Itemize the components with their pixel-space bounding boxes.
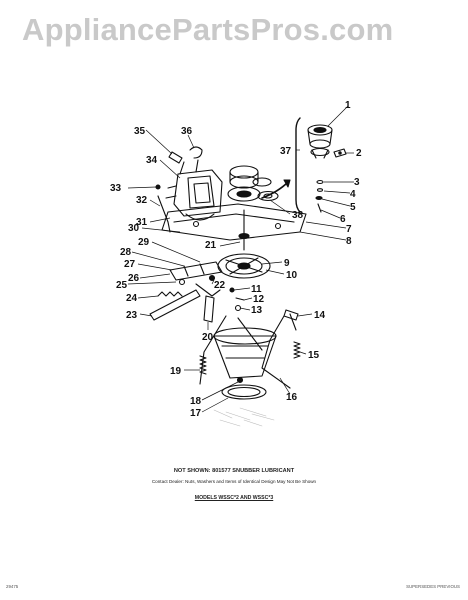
callout-2: 2 <box>356 148 362 159</box>
part-16-cone <box>213 327 277 379</box>
callout-labels: 1 2 3 4 5 6 7 8 9 10 11 12 13 14 15 16 1… <box>110 100 362 419</box>
callout-34: 34 <box>146 155 158 166</box>
part-19-spring <box>199 355 207 375</box>
callout-38: 38 <box>292 210 304 221</box>
part-2-clip <box>333 148 347 158</box>
callout-11: 11 <box>251 284 262 295</box>
parts-drawing <box>149 117 347 427</box>
callout-7: 7 <box>346 224 352 235</box>
callout-14: 14 <box>314 310 326 321</box>
callout-20: 20 <box>202 332 214 343</box>
leader-lines <box>127 105 354 413</box>
callout-36: 36 <box>181 126 193 137</box>
callout-10: 10 <box>286 270 298 281</box>
part-36-clip <box>189 146 203 159</box>
callout-30: 30 <box>128 223 140 234</box>
callout-6: 6 <box>340 214 346 225</box>
callout-3: 3 <box>354 177 360 188</box>
callout-22: 22 <box>214 280 226 291</box>
callout-4: 4 <box>350 189 356 200</box>
callout-17: 17 <box>190 408 202 419</box>
callout-1: 1 <box>345 100 351 111</box>
part-31-base-plate <box>161 203 307 241</box>
callout-9: 9 <box>284 258 290 269</box>
callout-37: 37 <box>280 146 292 157</box>
callout-16: 16 <box>286 392 298 403</box>
part-20-bracket <box>203 295 215 323</box>
part-35-bolt <box>168 151 183 164</box>
callout-18: 18 <box>190 396 202 407</box>
part-18-nut <box>236 376 244 384</box>
part-21-shaft <box>238 209 250 251</box>
part-14-arm <box>283 309 299 321</box>
callout-5: 5 <box>350 202 356 213</box>
bracket-37 <box>295 117 301 213</box>
callout-28: 28 <box>120 247 132 258</box>
part-23-lever <box>149 289 201 321</box>
footer-left-code: 29475 <box>6 584 19 589</box>
dealer-note: Contact Dealer: Nuts, Washers and Items … <box>151 479 317 484</box>
callout-21: 21 <box>205 240 217 251</box>
callout-26: 26 <box>128 273 140 284</box>
part-17-belt <box>221 384 267 400</box>
models-label: MODELS WSSC*2 AND WSSC*3 <box>194 495 274 501</box>
part-1-cap <box>307 124 333 159</box>
callout-24: 24 <box>126 293 138 304</box>
callout-33: 33 <box>110 183 122 194</box>
part-38-gear-stack <box>227 165 279 202</box>
lower-frame <box>199 313 297 389</box>
callout-35: 35 <box>134 126 146 137</box>
callout-29: 29 <box>138 237 150 248</box>
callout-8: 8 <box>346 236 352 247</box>
callout-32: 32 <box>136 195 148 206</box>
callout-31: 31 <box>136 217 148 228</box>
assembly-arrow <box>261 181 289 199</box>
watermark-text: AppliancePartsPros.com <box>22 12 394 47</box>
callout-19: 19 <box>170 366 182 377</box>
callout-12: 12 <box>253 294 265 305</box>
parts-22-29-linkage <box>169 261 223 297</box>
part-24-spring <box>157 291 183 297</box>
part-10-pulley <box>217 253 271 279</box>
assembly-arrowhead <box>283 179 291 188</box>
parts-3-6-washers <box>315 179 324 213</box>
callout-25: 25 <box>116 280 128 291</box>
not-shown-note: NOT SHOWN: 801577 SNUBBER LUBRICANT <box>173 468 295 474</box>
part-33-screw <box>155 184 161 190</box>
callout-27: 27 <box>124 259 136 270</box>
callout-15: 15 <box>308 350 320 361</box>
part-32-rod <box>157 195 171 233</box>
part-34-motor <box>165 159 223 217</box>
footer-right-note: SUPERSEDES PREVIOUS <box>406 584 460 589</box>
ground-shadow <box>213 407 275 427</box>
callout-23: 23 <box>126 310 138 321</box>
callout-13: 13 <box>251 305 263 316</box>
part-15-spring <box>293 341 301 359</box>
parts-11-13-fasteners <box>229 287 245 312</box>
